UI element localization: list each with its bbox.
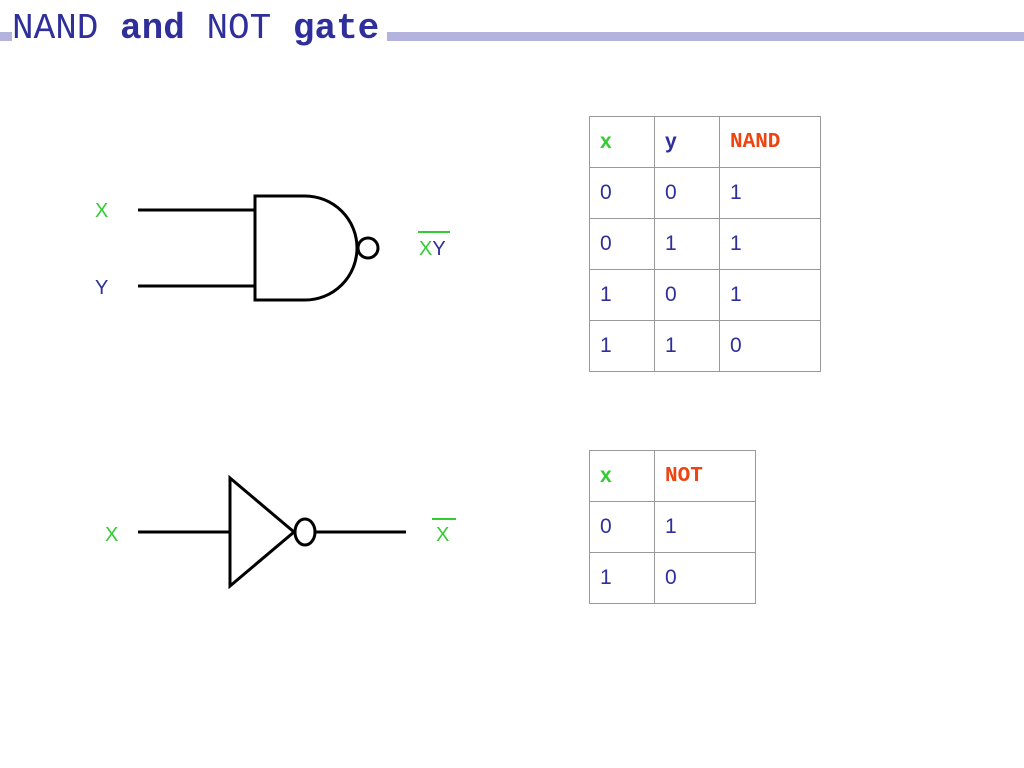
title-underline-bar	[0, 32, 1024, 41]
nand-gate	[138, 194, 380, 302]
title-word-nand: NAND	[12, 8, 99, 49]
not-gate-body	[228, 474, 297, 590]
nand-output-y: Y	[432, 238, 445, 260]
nand-input-y-label: Y	[95, 277, 108, 299]
table-row: 0 1	[589, 501, 756, 553]
not-input-label: X	[105, 524, 118, 546]
not-output-label: X	[436, 524, 449, 546]
table-cell: 0	[654, 552, 756, 604]
not-inversion-bubble	[293, 517, 317, 547]
header-nand: NAND	[719, 116, 821, 168]
table-cell: 1	[654, 320, 720, 372]
header-y: y	[654, 116, 720, 168]
table-cell: 1	[589, 320, 655, 372]
header-x: x	[589, 116, 655, 168]
title-word-not: NOT	[206, 8, 272, 49]
header-not: NOT	[654, 450, 756, 502]
table-cell: 0	[589, 167, 655, 219]
table-cell: 0	[654, 167, 720, 219]
table-header-row: x NOT	[589, 450, 756, 502]
table-cell: 1	[589, 269, 655, 321]
header-x: x	[589, 450, 655, 502]
not-truth-table: x NOT 0 1 1 0	[589, 450, 756, 604]
nand-gate-body	[253, 194, 359, 302]
table-row: 0 1 1	[589, 218, 821, 270]
page-title: NAND and NOT gate	[12, 6, 388, 52]
table-cell: 1	[654, 501, 756, 553]
table-row: 1 0	[589, 552, 756, 604]
nand-inversion-bubble	[356, 236, 380, 260]
nand-truth-table: x y NAND 0 0 1 0 1 1 1 0 1 1 1 0	[589, 116, 821, 372]
nand-output-x: X	[419, 238, 432, 260]
not-gate	[138, 474, 406, 590]
table-cell: 1	[719, 269, 821, 321]
title-word-and: and	[98, 8, 207, 49]
nand-output-label: XY	[419, 238, 446, 260]
table-cell: 1	[719, 167, 821, 219]
table-cell: 1	[654, 218, 720, 270]
table-row: 0 0 1	[589, 167, 821, 219]
table-row: 1 1 0	[589, 320, 821, 372]
table-header-row: x y NAND	[589, 116, 821, 168]
table-cell: 1	[719, 218, 821, 270]
table-cell: 0	[589, 218, 655, 270]
table-cell: 0	[654, 269, 720, 321]
title-word-gate: gate	[271, 8, 380, 49]
table-cell: 1	[589, 552, 655, 604]
table-cell: 0	[719, 320, 821, 372]
table-cell: 0	[589, 501, 655, 553]
table-row: 1 0 1	[589, 269, 821, 321]
nand-input-x-label: X	[95, 200, 108, 222]
